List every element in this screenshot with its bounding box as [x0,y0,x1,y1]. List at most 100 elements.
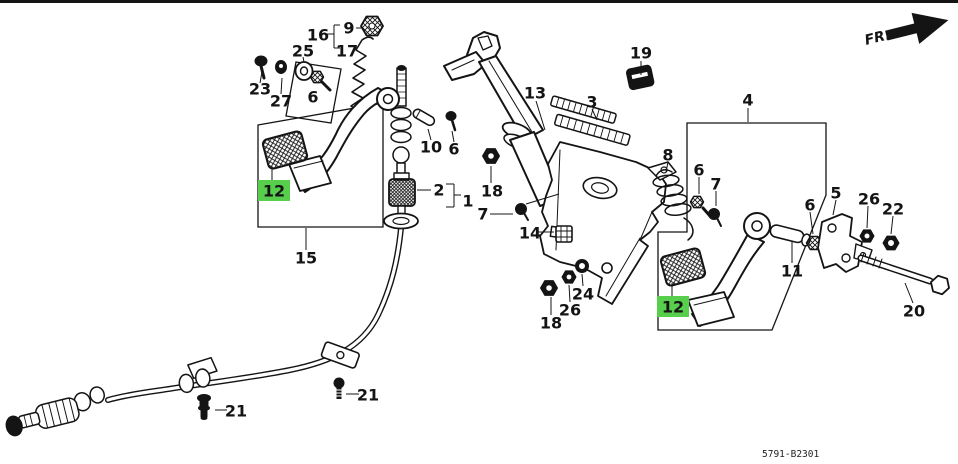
pivot-pipe-11 [769,224,805,244]
part-label-20[interactable]: 20 [903,302,925,321]
svg-text:10: 10 [420,138,442,157]
part-label-21[interactable]: 21 [357,386,379,405]
part-label-27[interactable]: 27 [270,92,292,111]
part-label-25[interactable]: 25 [292,42,314,61]
ribbed-bar-lower [554,113,631,146]
part-label-9[interactable]: 9 [343,19,354,38]
svg-text:7: 7 [710,175,721,194]
brake-pedal-assembly [652,169,950,327]
pin-7-right [708,208,722,227]
part-label-6[interactable]: 6 [307,88,318,107]
shift-lever-assembly [443,31,677,305]
box-brake-pedal-4 [657,122,827,331]
washer-24 [575,259,589,273]
part-label-14[interactable]: 14 [519,224,541,243]
part-label-10[interactable]: 10 [420,138,442,157]
leader-lines [215,24,914,411]
bolt-6-pin [445,111,457,132]
svg-text:16: 16 [307,26,329,45]
diagram-code: 5791-B2301 [762,449,819,460]
nut-18-lower [540,280,558,296]
part-label-3[interactable]: 3 [586,93,597,112]
svg-text:20: 20 [903,302,925,321]
fr-arrow-shaft [885,23,919,41]
pin-7-center [515,203,529,221]
svg-text:26: 26 [858,190,880,209]
svg-text:22: 22 [882,200,904,219]
part-label-26[interactable]: 26 [858,190,880,209]
part-label-6[interactable]: 6 [448,140,459,159]
part-label-17[interactable]: 17 [336,42,358,61]
svg-text:1: 1 [462,192,473,211]
part-label-4[interactable]: 4 [742,91,753,110]
part-label-26[interactable]: 26 [559,301,581,320]
return-spring-8 [652,169,694,241]
clip-19 [626,64,655,91]
part-label-24[interactable]: 24 [572,285,594,304]
top-edge-bar [0,0,958,3]
cable-assembly [5,65,419,437]
part-label-2[interactable]: 2 [433,181,444,200]
bolt-20 [857,252,950,296]
svg-text:7: 7 [477,205,488,224]
part-label-12-highlighted[interactable]: 12 [657,296,689,317]
svg-text:5: 5 [830,184,841,203]
bracket-5 [817,213,873,273]
nut-26-center [561,270,577,284]
nut-22 [882,235,900,251]
part-label-12-highlighted[interactable]: 12 [258,180,290,201]
svg-text:13: 13 [524,84,546,103]
box-bolt-6 [285,61,342,124]
part-label-11[interactable]: 11 [781,262,803,281]
part-label-8[interactable]: 8 [662,146,673,165]
part-label-21[interactable]: 21 [225,402,247,421]
svg-text:15: 15 [295,249,317,268]
svg-text:18: 18 [540,314,562,333]
svg-text:18: 18 [481,182,503,201]
clutch-pedal-assembly [254,15,457,193]
part-label-6[interactable]: 6 [693,161,704,180]
part-label-6[interactable]: 6 [804,196,815,215]
svg-text:6: 6 [307,88,318,107]
pedal-bracket-body [539,141,667,305]
part-label-22[interactable]: 22 [882,200,904,219]
bolt-23 [254,55,268,80]
part-label-19[interactable]: 19 [630,44,652,63]
part-label-18[interactable]: 18 [540,314,562,333]
part-label-7[interactable]: 7 [477,205,488,224]
svg-text:6: 6 [693,161,704,180]
fr-direction-arrow: FR. [863,12,949,49]
nut-26-right [859,229,875,243]
svg-text:6: 6 [448,140,459,159]
part-label-18[interactable]: 18 [481,182,503,201]
svg-text:9: 9 [343,19,354,38]
svg-text:17: 17 [336,42,358,61]
svg-text:21: 21 [225,402,247,421]
nut-18-upper [482,148,500,164]
svg-text:19: 19 [630,44,652,63]
svg-text:12: 12 [662,298,684,317]
part-label-highlight-bg [258,180,290,201]
part-label-23[interactable]: 23 [249,80,271,99]
part-label-7[interactable]: 7 [710,175,721,194]
part-label-1[interactable]: 1 [462,192,473,211]
pedal-plate [288,155,332,192]
svg-text:24: 24 [572,285,594,304]
bolt-6-right [689,195,712,218]
bolt-6-left [309,70,332,92]
part-label-16[interactable]: 16 [307,26,329,45]
part-label-13[interactable]: 13 [524,84,546,103]
svg-text:21: 21 [357,386,379,405]
lever-paddle [443,51,487,81]
part-label-15[interactable]: 15 [295,249,317,268]
brake-pedal-pad-12 [659,247,707,287]
part-label-5[interactable]: 5 [830,184,841,203]
brake-pedal-plate [687,291,735,327]
grommet-25 [294,61,314,81]
svg-text:23: 23 [249,80,271,99]
fr-label: FR. [863,27,892,49]
svg-text:4: 4 [742,91,753,110]
